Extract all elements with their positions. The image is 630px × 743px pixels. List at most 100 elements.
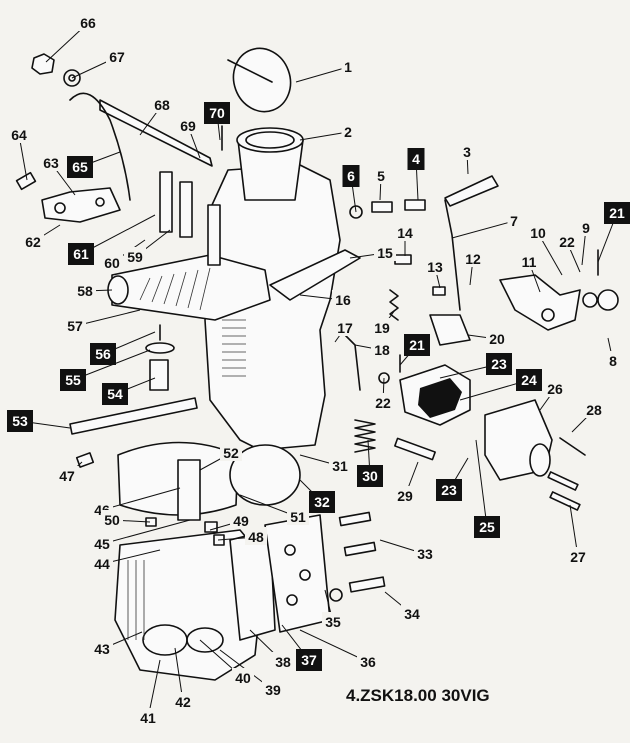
label-background [579,218,593,236]
part-label-45: 45 [94,536,110,552]
boxed-label-bg-61 [68,243,94,265]
boxed-label-bg-25 [474,516,500,538]
part-label-52: 52 [223,445,239,461]
label-background [460,142,474,160]
boxed-label-bg-55 [60,369,86,391]
part-label-34: 34 [404,606,420,622]
label-background [394,486,416,504]
part-number-labels: 1235789101112131415161718192022222627282… [8,13,620,726]
label-background [91,534,113,552]
boxed-part-label-70: 70 [209,105,225,121]
part-label-10: 10 [530,225,546,241]
part-label-63: 63 [43,155,59,171]
leader-line-2 [299,131,349,141]
part-label-16: 16 [335,292,351,308]
part-label-33: 33 [417,546,433,562]
label-background [56,466,78,484]
label-background [64,316,86,334]
label-background [74,281,96,299]
part-label-13: 13 [427,259,443,275]
part-label-26: 26 [547,381,563,397]
boxed-part-label-25: 25 [479,519,495,535]
label-background [334,318,356,336]
boxed-part-label-4: 4 [412,151,420,167]
boxed-part-label-55: 55 [65,372,81,388]
part-label-58: 58 [77,283,93,299]
part-label-68: 68 [154,97,170,113]
part-label-40: 40 [235,670,251,686]
boxed-label-bg-24 [516,369,542,391]
boxed-part-label-21: 21 [409,337,425,353]
label-background [287,507,309,525]
label-background [462,249,484,267]
part-label-62: 62 [25,234,41,250]
boxed-part-label-21: 21 [609,205,625,221]
leader-line-25 [475,439,488,528]
boxed-part-label-30: 30 [362,468,378,484]
boxed-part-label-61: 61 [73,246,89,262]
label-background [220,443,242,461]
boxed-label-bg-32 [309,491,335,513]
label-background [371,340,393,358]
label-background [91,639,113,657]
label-background [329,456,351,474]
boxed-label-bg-37 [296,649,322,671]
part-label-31: 31 [332,458,348,474]
label-background [518,252,540,270]
boxed-label-bg-4 [407,148,425,170]
boxed-label-bg-70 [204,102,230,124]
label-background [22,232,44,250]
leader-line-45 [101,519,191,545]
label-background [341,122,355,140]
boxed-label-bg-30 [357,465,383,487]
boxed-part-label-24: 24 [521,372,537,388]
boxed-label-bg-6 [342,165,360,187]
part-label-27: 27 [570,549,586,565]
part-label-12: 12 [465,251,481,267]
part-label-35: 35 [325,614,341,630]
label-background [137,708,159,726]
boxed-label-bg-21 [404,334,430,356]
part-label-2: 2 [344,124,352,140]
label-background [322,612,344,630]
part-label-51: 51 [290,509,306,525]
part-label-43: 43 [94,641,110,657]
part-label-39: 39 [265,682,281,698]
label-background [527,223,549,241]
part-label-36: 36 [360,654,376,670]
part-label-59: 59 [127,249,143,265]
part-label-17: 17 [337,320,353,336]
label-background [232,668,254,686]
label-background [424,257,446,275]
label-background [583,400,605,418]
label-background [262,680,284,698]
label-background [230,511,252,529]
part-label-60: 60 [104,255,120,271]
label-background [272,652,294,670]
part-label-11: 11 [522,254,537,270]
part-label-69: 69 [180,118,196,134]
label-background [106,47,128,65]
label-background [414,544,436,562]
label-background [124,247,146,265]
diagram-code: 4.ZSK18.00 30VIG [346,686,490,705]
part-label-7: 7 [510,213,518,229]
boxed-label-bg-21 [604,202,630,224]
label-background [401,604,423,622]
label-background [91,554,113,572]
label-background [507,211,521,229]
part-label-18: 18 [374,342,390,358]
part-label-9: 9 [582,220,590,236]
label-background [374,243,396,261]
label-background [357,652,379,670]
label-background [177,116,199,134]
part-label-3: 3 [463,144,471,160]
part-label-49: 49 [233,513,249,529]
label-background [606,351,620,369]
part-label-47: 47 [59,468,75,484]
boxed-label-bg-23 [486,353,512,375]
leader-line-1 [295,66,349,83]
boxed-part-label-54: 54 [107,386,123,402]
